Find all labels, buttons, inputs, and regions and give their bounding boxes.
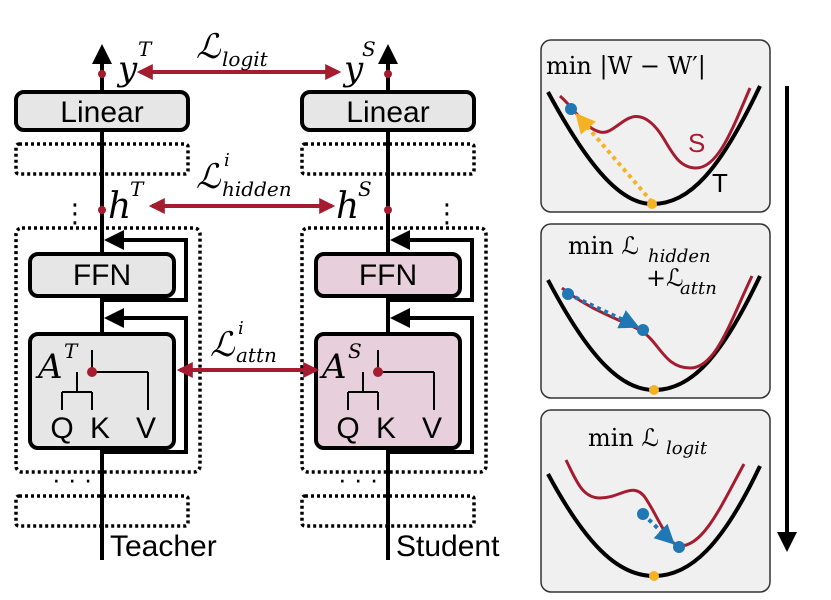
- student-attention-box: [314, 332, 462, 450]
- student-attention-sup: S: [348, 339, 362, 363]
- student-layer-block: [300, 226, 488, 474]
- student-q-label: Q: [336, 412, 359, 445]
- student-bottom-dotted-layer: [300, 494, 476, 528]
- teacher-ffn-box: [28, 252, 176, 298]
- panel-2-end-point: [637, 324, 649, 336]
- teacher-attention-label: A: [35, 347, 63, 387]
- teacher-attention-box: [28, 332, 176, 450]
- teacher-ffn-label: FFN: [73, 259, 131, 292]
- hidden-loss-sub: hidden: [222, 177, 292, 201]
- panel-1-title: min |W − W′|: [546, 52, 706, 81]
- teacher-attention-tree: [61, 350, 149, 410]
- teacher-y-sup: T: [138, 37, 153, 61]
- student-top-dotted-layer: [300, 142, 476, 176]
- teacher-linear-box: [14, 90, 190, 132]
- student-h-label: h: [336, 186, 359, 227]
- teacher-y-label: y: [116, 49, 138, 89]
- student-linear-label: Linear: [346, 96, 429, 129]
- panel-3-end-point: [673, 541, 685, 553]
- panel-3-teacher-point: [649, 571, 659, 581]
- teacher-residual-ffn: [100, 230, 188, 320]
- student-vertical-dots: ⋮: [434, 198, 460, 228]
- teacher-h-label: h: [108, 186, 131, 227]
- student-linear-box: [300, 90, 476, 132]
- student-h-sup: S: [358, 177, 372, 201]
- student-hidden-dot: [384, 206, 392, 214]
- hidden-loss-symbol: ℒ: [196, 157, 222, 197]
- teacher-hidden-dot: [98, 206, 106, 214]
- teacher-attention-sup: T: [64, 339, 79, 363]
- student-y-label: y: [342, 49, 364, 89]
- student-attention-tree: [347, 350, 435, 410]
- panel-3-student-curve: [564, 459, 746, 548]
- hidden-loss-sup: i: [224, 150, 230, 171]
- panel-2-student-curve: [561, 275, 754, 370]
- teacher-h-sup: T: [130, 177, 145, 201]
- teacher-linear-label: Linear: [60, 96, 143, 129]
- teacher-top-dotted-layer: [14, 142, 190, 176]
- student-column: Linear ⋮ FFN A S Q K V · · · Student y S…: [300, 37, 500, 563]
- teacher-bottom-dotted-layer: [14, 494, 190, 528]
- panel-1-student-point: [565, 103, 577, 115]
- panel-logit: min ℒ logit: [540, 409, 771, 593]
- student-k-label: K: [376, 412, 396, 445]
- panel-2-line2-sub: attn: [680, 278, 717, 299]
- loss-connectors: ℒ logit ℒ i hidden ℒ i attn: [136, 27, 342, 378]
- logit-loss-sub: logit: [222, 47, 269, 71]
- panel-2-teacher-point: [649, 385, 659, 395]
- panel-3-start-point: [637, 508, 649, 520]
- panel-2-line1-sub: hidden: [648, 246, 711, 267]
- student-label: Student: [396, 530, 500, 563]
- teacher-label: Teacher: [110, 530, 217, 563]
- teacher-logit-dot: [98, 70, 106, 78]
- panel-1-update-arrow: [575, 112, 654, 204]
- panel-2-line2: +ℒ: [646, 264, 683, 292]
- student-attention-dot: [373, 367, 383, 377]
- teacher-k-label: K: [90, 412, 110, 445]
- student-residual-ffn: [386, 230, 474, 320]
- attn-loss-sub: attn: [236, 343, 277, 367]
- student-ffn-label: FFN: [359, 259, 417, 292]
- panel-3-title: min ℒ: [588, 424, 659, 452]
- panel-1-s-label: S: [688, 128, 705, 158]
- panel-2-line1: min ℒ: [568, 232, 639, 260]
- teacher-horizontal-dots: · · ·: [52, 464, 92, 494]
- panel-3-title-sub: logit: [666, 438, 708, 459]
- attn-loss-symbol: ℒ: [210, 325, 236, 365]
- panel-2-start-point: [562, 288, 574, 300]
- student-ffn-box: [314, 252, 462, 298]
- student-v-label: V: [422, 412, 442, 445]
- panel-1-t-label: T: [712, 168, 728, 198]
- panel-3-update-arrow: [641, 512, 675, 545]
- teacher-v-label: V: [136, 412, 156, 445]
- logit-loss-symbol: ℒ: [196, 27, 222, 67]
- panel-1-teacher-point: [647, 199, 657, 209]
- panel-weight-init: min |W − W′| S T: [540, 39, 771, 213]
- student-y-sup: S: [362, 37, 376, 61]
- student-attention-label: A: [319, 347, 347, 387]
- student-horizontal-dots: · · ·: [338, 464, 378, 494]
- panel-hidden-attn: min ℒ hidden +ℒ attn: [540, 223, 771, 399]
- teacher-layer-block: [14, 226, 202, 474]
- teacher-vertical-dots: ⋮: [62, 198, 88, 228]
- student-logit-dot: [384, 70, 392, 78]
- attn-loss-sup: i: [238, 318, 244, 339]
- teacher-q-label: Q: [50, 412, 73, 445]
- teacher-column: Linear ⋮ FFN A T Q K V · · · Teacher y T…: [14, 37, 217, 563]
- teacher-attention-dot: [87, 367, 97, 377]
